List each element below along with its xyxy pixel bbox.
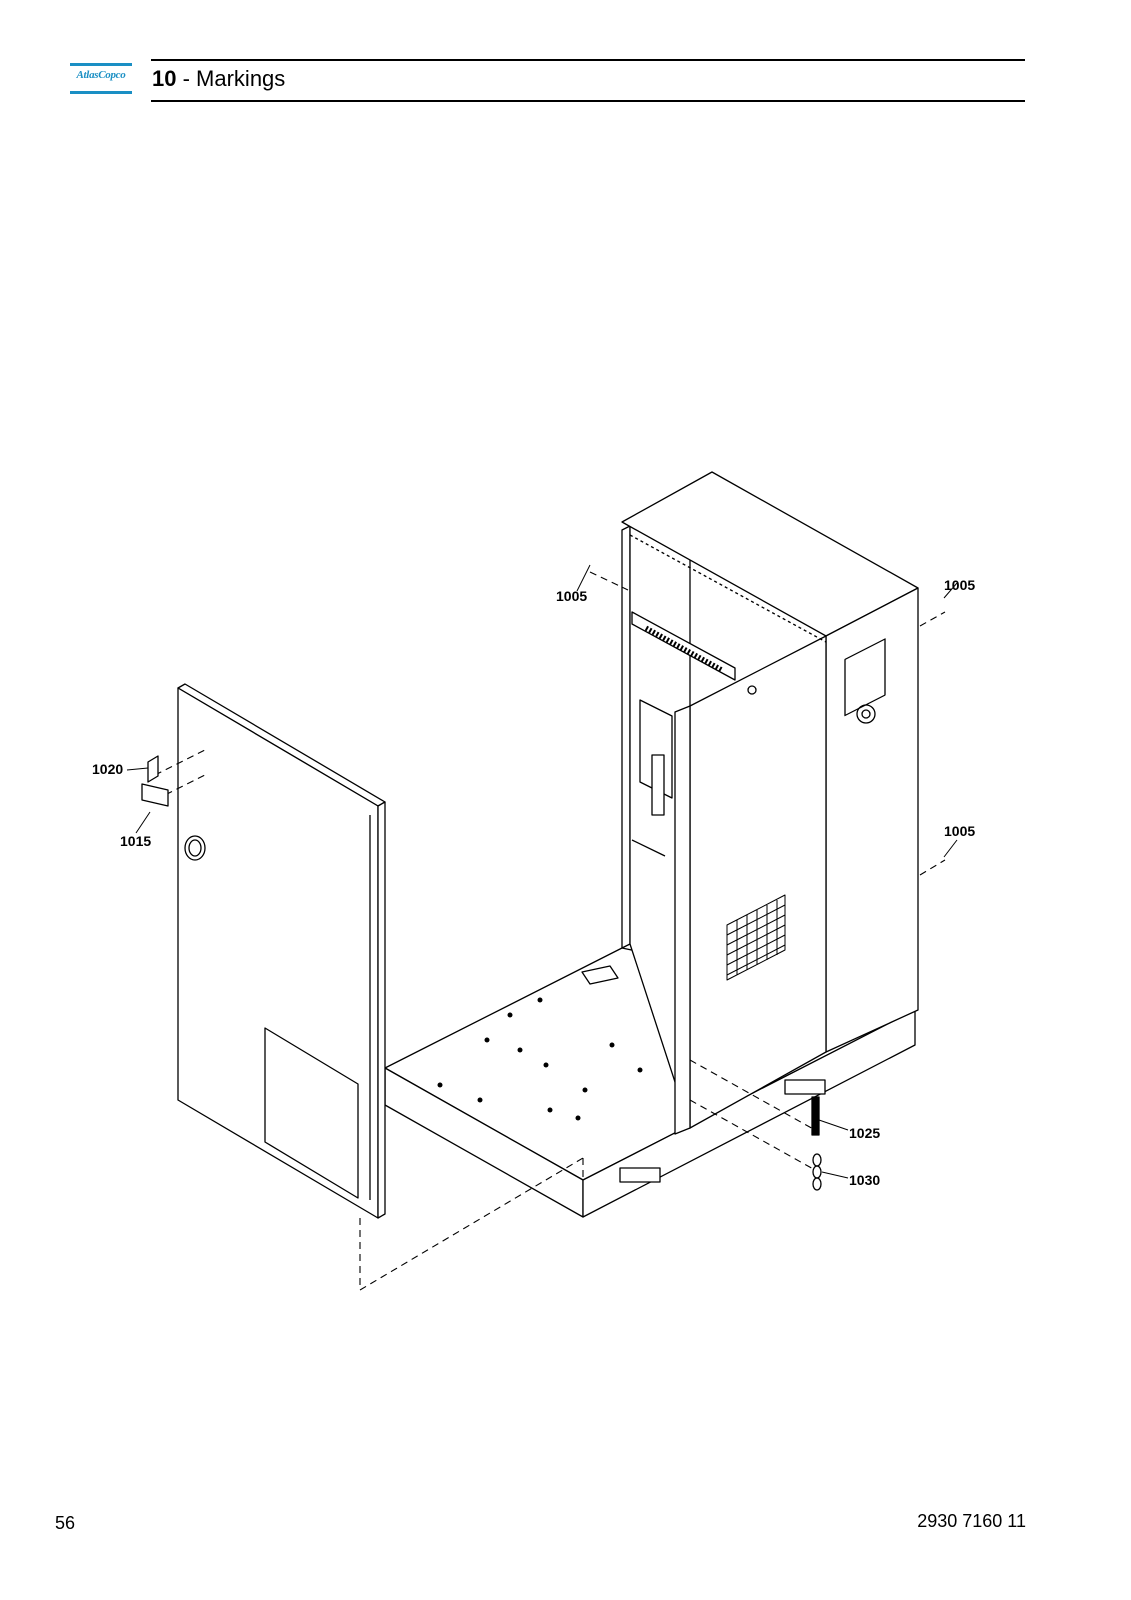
assembly-lines	[154, 571, 946, 1291]
callout-1015: 1015	[120, 833, 151, 849]
chapter-title: Markings	[196, 66, 286, 91]
callout-1005-mid-right: 1005	[944, 823, 975, 839]
logo-band-bottom	[70, 91, 132, 94]
callout-1005-top-right: 1005	[944, 577, 975, 593]
warning-labels	[141, 755, 822, 1191]
document-number: 2930 7160 11	[917, 1511, 1026, 1531]
leader-lines	[126, 564, 958, 1179]
logo-text: AtlasCopco	[76, 69, 126, 81]
main-cabinet	[621, 471, 919, 1135]
header-rule-bottom	[151, 100, 1025, 102]
door-panel	[177, 683, 386, 1219]
callout-1005-top-left: 1005	[556, 588, 587, 604]
atlas-copco-logo: AtlasCopco	[70, 63, 132, 94]
callout-1025: 1025	[849, 1125, 880, 1141]
page-number: 56	[55, 1513, 76, 1533]
chapter-separator: -	[176, 66, 197, 91]
callout-1020: 1020	[92, 761, 123, 777]
callout-1030: 1030	[849, 1172, 880, 1188]
logo-band-top	[70, 63, 132, 66]
page-title: 10 - Markings	[152, 66, 285, 92]
chapter-number: 10	[152, 66, 177, 91]
cooling-grille	[726, 894, 786, 981]
header-rule-top	[151, 59, 1025, 61]
